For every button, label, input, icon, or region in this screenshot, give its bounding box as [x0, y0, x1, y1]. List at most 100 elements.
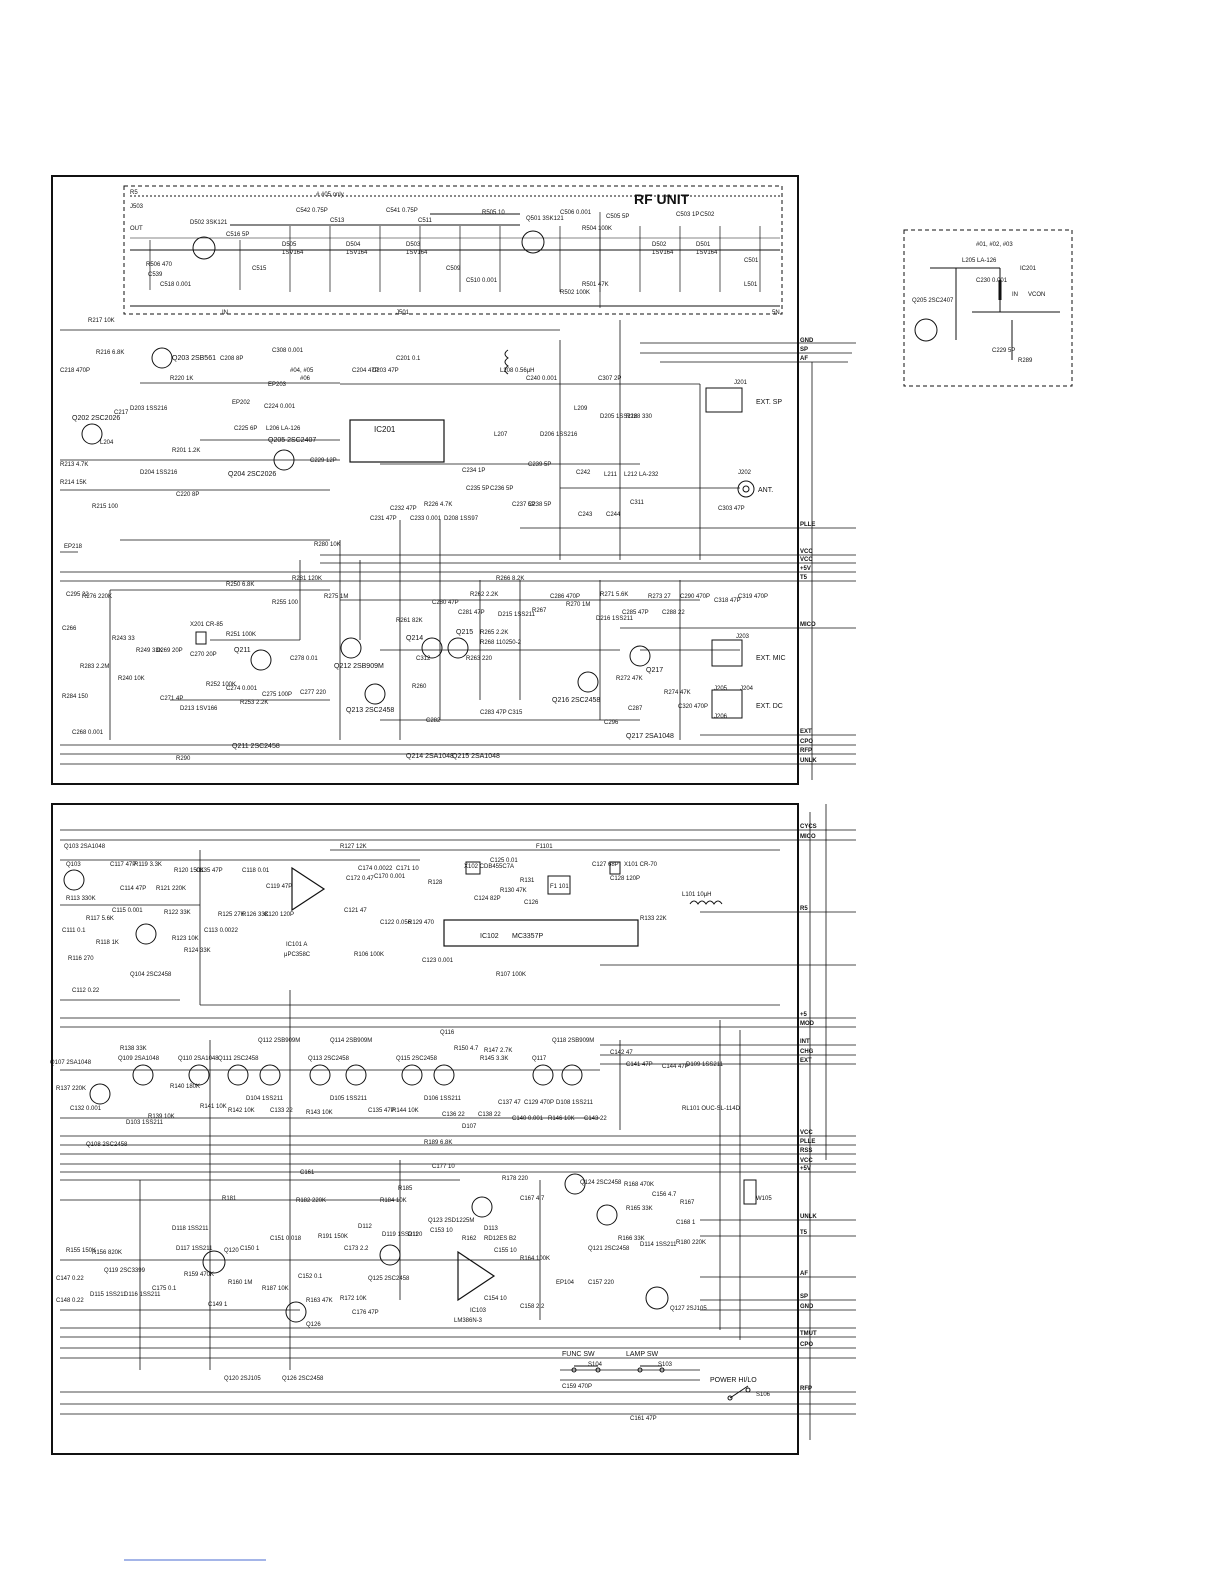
svg-text:C320 470P: C320 470P [678, 704, 708, 710]
svg-text:C161: C161 [300, 1170, 315, 1176]
svg-text:Q119 2SC3399: Q119 2SC3399 [104, 1268, 146, 1274]
svg-text:MICO: MICO [800, 834, 816, 840]
svg-text:D119 1SS211: D119 1SS211 [382, 1232, 419, 1238]
svg-text:Q113 2SC2458: Q113 2SC2458 [308, 1056, 350, 1062]
svg-text:R121 220K: R121 220K [156, 886, 186, 892]
rf-diode: D504 [346, 242, 361, 248]
svg-text:R252 100K: R252 100K [206, 682, 236, 688]
svg-text:C315: C315 [508, 710, 523, 716]
jack-ref: J205 [714, 686, 728, 692]
svg-text:R159 470K: R159 470K [184, 1272, 214, 1278]
svg-text:Q107 2SA1048: Q107 2SA1048 [50, 1060, 92, 1066]
svg-text:D203 1SS216: D203 1SS216 [130, 406, 168, 412]
ic201-label: IC201 [374, 425, 396, 434]
inset-part: R289 [1018, 358, 1033, 364]
svg-text:L204: L204 [100, 440, 114, 446]
svg-text:R116 270: R116 270 [68, 956, 94, 962]
rf-diode: D505 [282, 242, 297, 248]
svg-text:R180 220K: R180 220K [676, 1240, 706, 1246]
rf-transistor-label: Q202 2SC2026 [72, 415, 120, 422]
svg-text:D205 1SS216: D205 1SS216 [600, 414, 638, 420]
rf-transistor-label: Q211 2SC2458 [232, 743, 280, 750]
ant-jack-symbol [737, 480, 755, 498]
svg-text:C157 220: C157 220 [588, 1280, 615, 1286]
jack-ref: J204 [740, 686, 754, 692]
af-board-frame [51, 803, 799, 1455]
svg-text:D206 1SS216: D206 1SS216 [540, 432, 578, 438]
svg-text:C122 0.056: C122 0.056 [380, 920, 412, 926]
svg-text:Q108 2SC2458: Q108 2SC2458 [86, 1142, 128, 1148]
svg-text:D112: D112 [358, 1224, 373, 1230]
svg-text:PLLE: PLLE [800, 1139, 815, 1145]
svg-text:C129 470P: C129 470P [524, 1100, 554, 1106]
svg-text:C203 47P: C203 47P [372, 368, 399, 374]
rf-transistor-label: Q211 [234, 647, 251, 654]
q501-fet-symbol [521, 230, 545, 254]
bus-labels-top: GND SP AF PLLE VCC VCC +5V T5 MICO EXT C… [800, 338, 817, 764]
svg-text:Q116: Q116 [440, 1030, 455, 1036]
svg-text:R113 330K: R113 330K [66, 896, 96, 902]
svg-text:R117 5.6K: R117 5.6K [86, 916, 114, 922]
bus-lines-top [60, 342, 856, 784]
svg-text:C268 0.001: C268 0.001 [72, 730, 104, 736]
svg-text:R249 33K: R249 33K [136, 648, 163, 654]
rf-part: C503 1P [676, 212, 699, 218]
svg-text:#06: #06 [300, 376, 311, 382]
svg-text:C229 12P: C229 12P [310, 458, 337, 464]
inset-ic: IC201 [1020, 266, 1037, 272]
svg-text:R122 33K: R122 33K [164, 910, 191, 916]
svg-text:C168 1: C168 1 [676, 1220, 696, 1226]
svg-text:C319 470P: C319 470P [738, 594, 768, 600]
f1101-filter [547, 875, 571, 895]
rf-diode-type: 1SV164 [346, 250, 368, 256]
svg-text:R226 4.7K: R226 4.7K [424, 502, 452, 508]
svg-text:#04, #05: #04, #05 [290, 368, 314, 374]
svg-text:EP202: EP202 [232, 400, 251, 406]
svg-text:R270 1M: R270 1M [566, 602, 590, 608]
svg-text:R290: R290 [176, 756, 191, 762]
rf-transistor-label: Q212 2SB909M [334, 663, 384, 670]
rf-part: C539 [148, 272, 163, 278]
svg-text:R184 10K: R184 10K [380, 1198, 407, 1204]
l101-coil [689, 900, 723, 905]
svg-text:R189 6.8K: R189 6.8K [424, 1140, 452, 1146]
func-sw-label: FUNC SW [562, 1351, 595, 1358]
ext-dc-jack-symbol [711, 689, 743, 719]
svg-text:R120 150K: R120 150K [174, 868, 204, 874]
svg-text:C128 120P: C128 120P [610, 876, 640, 882]
rf-unit-variant-note: # #05 only [316, 192, 344, 198]
svg-text:+5V: +5V [800, 1166, 811, 1172]
svg-text:C142 47: C142 47 [610, 1050, 633, 1056]
svg-text:RFP: RFP [800, 1386, 812, 1392]
svg-text:L211: L211 [604, 472, 618, 478]
svg-text:R107 100K: R107 100K [496, 972, 526, 978]
rf-diode: D501 [696, 242, 711, 248]
svg-text:C204 47P: C204 47P [352, 368, 379, 374]
svg-text:R118 1K: R118 1K [96, 940, 119, 946]
svg-text:C152 0.1: C152 0.1 [298, 1274, 323, 1280]
svg-text:C290 470P: C290 470P [680, 594, 710, 600]
svg-text:R220 1K: R220 1K [170, 376, 193, 382]
rf-unit-title: RF UNIT [634, 191, 690, 207]
rf-part: C510 0.001 [466, 278, 498, 284]
svg-text:R155 150K: R155 150K [66, 1248, 96, 1254]
svg-text:L101 10μH: L101 10μH [682, 892, 711, 898]
svg-text:C237 5P: C237 5P [512, 502, 535, 508]
rf-part: R506 470 [146, 262, 173, 268]
svg-text:Q126: Q126 [306, 1322, 321, 1328]
x201-crystal [195, 631, 207, 645]
svg-text:Q121 2SC2458: Q121 2SC2458 [588, 1246, 630, 1252]
svg-text:D113: D113 [484, 1226, 499, 1232]
svg-text:C159 470P: C159 470P [562, 1384, 592, 1390]
svg-text:R129 470: R129 470 [408, 920, 435, 926]
svg-text:Q104 2SC2458: Q104 2SC2458 [130, 972, 172, 978]
svg-text:R214 15K: R214 15K [60, 480, 87, 486]
svg-text:R163 47K: R163 47K [306, 1298, 333, 1304]
svg-text:C141 47P: C141 47P [626, 1062, 653, 1068]
ic102-box [443, 919, 639, 947]
svg-text:C274 0.001: C274 0.001 [226, 686, 258, 692]
svg-text:R280 10K: R280 10K [314, 542, 341, 548]
rf-transistor-label: Q214 [406, 635, 423, 642]
svg-text:C120 120P: C120 120P [264, 912, 294, 918]
rf-part: C505 5P [606, 214, 629, 220]
